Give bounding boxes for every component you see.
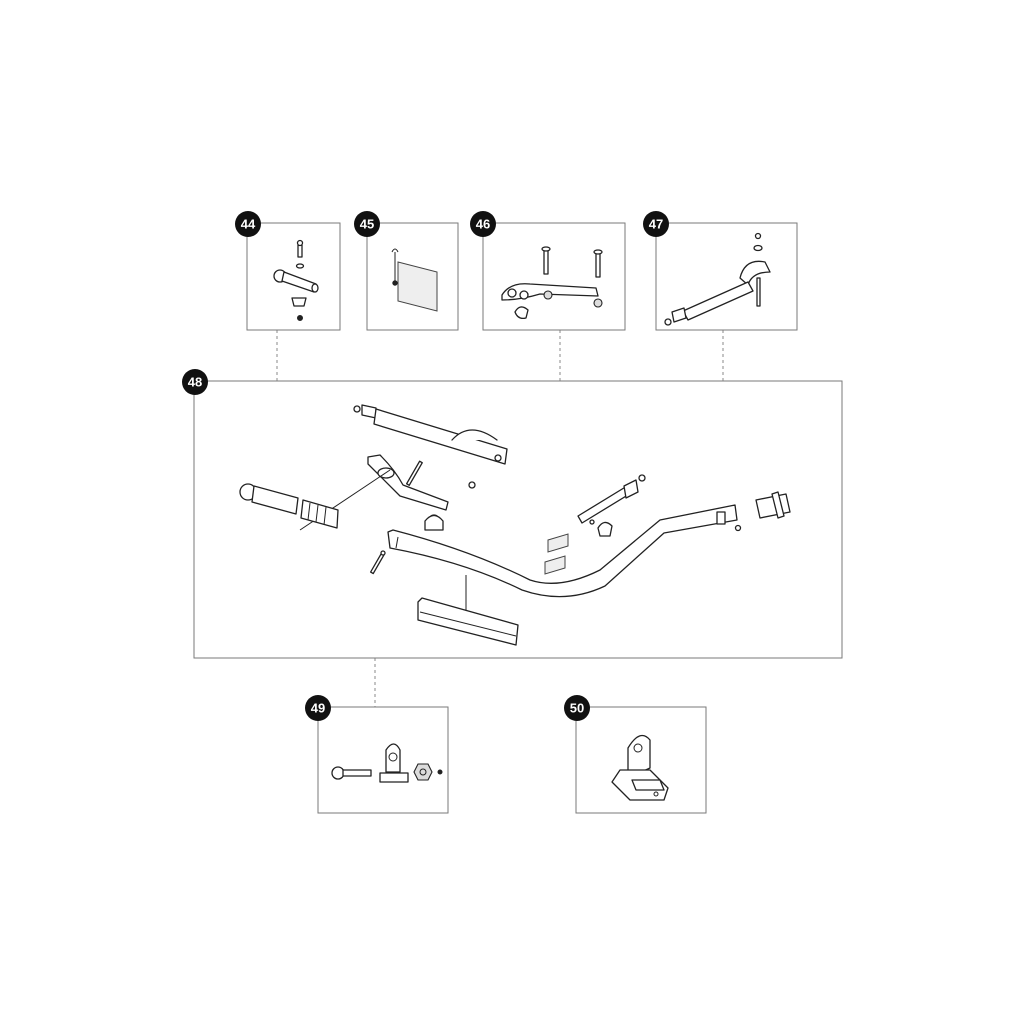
callout-48: 48 [182, 369, 208, 395]
strap-assembly-icon [353, 404, 508, 465]
handle-grip-icon [239, 483, 339, 529]
rail-channel-icon [417, 597, 519, 646]
panel-49-frame [317, 706, 449, 814]
callout-45-number: 45 [360, 217, 374, 232]
panel-44 [246, 222, 341, 331]
hinge-bracket-icon [299, 454, 476, 531]
strap-part-icon [664, 232, 771, 326]
callout-50: 50 [564, 695, 590, 721]
callout-44: 44 [235, 211, 261, 237]
callout-47-number: 47 [649, 217, 663, 232]
clevis-bracket-icon [611, 734, 669, 801]
panel-46-frame [482, 222, 626, 331]
panel-46 [482, 222, 626, 331]
callout-48-number: 48 [188, 375, 202, 390]
side-strap-icon [544, 474, 646, 575]
panel-45 [366, 222, 459, 331]
pivot-pin-icon [331, 743, 443, 783]
panel-47 [655, 222, 798, 331]
callout-49: 49 [305, 695, 331, 721]
callout-49-number: 49 [311, 701, 325, 716]
end-cap-icon [734, 491, 791, 532]
panel-48 [193, 380, 843, 659]
callout-50-number: 50 [570, 701, 584, 716]
grip-part-icon [273, 239, 319, 321]
bracket-part-icon [501, 246, 603, 320]
callout-46: 46 [470, 211, 496, 237]
panel-49 [317, 706, 449, 814]
callout-44-number: 44 [241, 217, 256, 232]
panel-50 [575, 706, 707, 814]
callout-45: 45 [354, 211, 380, 237]
panel-48-frame [193, 380, 843, 659]
callout-47: 47 [643, 211, 669, 237]
flag-label-icon [391, 248, 438, 312]
frame-tube-icon [369, 504, 738, 628]
callout-46-number: 46 [476, 217, 490, 232]
